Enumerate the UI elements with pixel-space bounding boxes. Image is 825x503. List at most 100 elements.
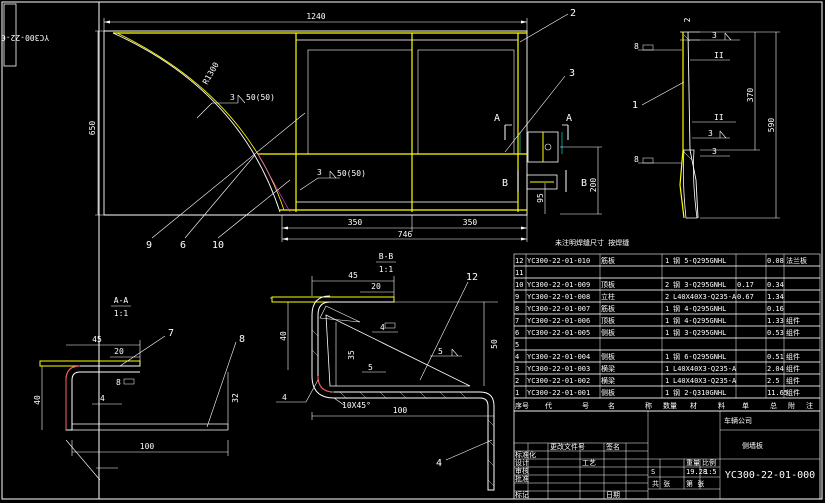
balloon-8: 8 (239, 334, 245, 345)
aa-dim-8: 8 (116, 378, 121, 387)
bom-cell-mat: L40X40X3-Q235-A (673, 293, 737, 301)
bom-cell-rem: 组件 (786, 352, 800, 361)
tb-std: 标准化 (515, 450, 536, 459)
side-weld-top-roman: II (714, 51, 724, 60)
bom-cell-code: YC300-22-01-006 (527, 317, 590, 325)
bom-note: 未注明焊缝尺寸 按焊缝 (555, 238, 629, 247)
balloon-10: 10 (212, 240, 224, 251)
dim-r1300: R1300 (201, 60, 221, 86)
bom-cell-name: 筋板 (601, 304, 615, 313)
balloon-2: 2 (570, 8, 576, 19)
bb-dim-20: 20 (371, 282, 381, 291)
bb-dim-45: 45 (348, 271, 358, 280)
tb-check: 审核 (515, 466, 529, 475)
tb-sheet-no: 第 张 (686, 479, 704, 488)
bom-cell-name: 横梁 (601, 376, 615, 385)
bom-cell-qty: 1 (665, 317, 669, 325)
bom-cell-mat: L40X40X3-Q235-A (673, 377, 737, 385)
bb-dim-35: 35 (347, 350, 356, 360)
dim-350-right: 350 (463, 218, 478, 227)
balloon-3: 3 (569, 68, 575, 79)
bom-cell-code: YC300-22-01-001 (527, 389, 590, 397)
aa-dim-45: 45 (92, 335, 102, 344)
bom-cell-name: 侧板 (601, 352, 615, 361)
bb-weld-4-top: 4 (380, 323, 385, 332)
weld-note-b-size: 3 (317, 168, 322, 177)
bom-cell-rem: 组件 (786, 328, 800, 337)
bom-cell-code: YC300-22-01-005 (527, 329, 590, 337)
bom-cell-no: 3 (515, 365, 519, 373)
tb-design: 设计 (515, 458, 529, 467)
dim-8-top: 8 (634, 42, 639, 51)
bom-cell-rem: 组件 (786, 376, 800, 385)
bom-cell-code: YC300-22-01-003 (527, 365, 590, 373)
section-b-left: B (502, 178, 508, 189)
tb-weight: 19.28 (686, 468, 707, 476)
bom-cell-qty: 1 (665, 389, 669, 397)
balloon-4: 4 (436, 458, 442, 469)
tb-scale-label: 比例 (702, 458, 716, 467)
bom-cell-no: 2 (515, 377, 519, 385)
bb-weld-4-bottom: 4 (282, 393, 287, 402)
bom-cell-rem: 组件 (786, 388, 800, 397)
bom-header-material2: 料 (718, 401, 725, 410)
bom-cell-name: 顶板 (601, 316, 615, 325)
bb-dim-50: 50 (490, 339, 499, 349)
weld-note-a-length: 50(50) (246, 93, 275, 102)
bom-cell-w1: 0.67 (737, 293, 754, 301)
bom-header-remark: 附 (788, 401, 795, 410)
bom-header-name: 名 (608, 401, 615, 410)
bom-cell-qty: 1 (665, 305, 669, 313)
bom-header-unit: 单 (742, 401, 749, 410)
bom-cell-code: YC300-22-01-007 (527, 305, 590, 313)
bom-cell-mat: 钢 3-Q295GNHL (673, 328, 726, 337)
bom-cell-no: 9 (515, 293, 519, 301)
bom-header-total: 总 (770, 401, 777, 410)
bom-cell-mat: 钢 4-Q295GNHL (673, 304, 726, 313)
balloon-9: 9 (146, 240, 152, 251)
dim-95: 95 (536, 193, 545, 203)
tb-process: 工艺 (582, 459, 596, 467)
bom-cell-name: 筋板 (601, 256, 615, 265)
dim-746: 746 (398, 230, 413, 239)
bom-header-remark2: 注 (806, 401, 813, 410)
bom-cell-qty: 2 (665, 281, 669, 289)
bom-header-no: 序号 (515, 401, 529, 410)
aa-weld-4: 4 (100, 394, 105, 403)
bom-cell-mat: 钢 5-Q295GNHL (673, 256, 726, 265)
bom-cell-mat: 钢 2-Q310GNHL (673, 388, 726, 397)
bom-cell-no: 5 (515, 341, 519, 349)
bom-cell-rem: 组件 (786, 364, 800, 373)
bom-row: 5 (513, 337, 821, 351)
balloon-12: 12 (466, 272, 478, 283)
bom-cell-w2: 1.34 (767, 293, 784, 301)
bom-cell-no: 12 (515, 257, 523, 265)
tb-mark: 标记 (515, 490, 529, 499)
bom-cell-w2: 1.33 (767, 317, 784, 325)
bom-cell-qty: 1 (665, 365, 669, 373)
bom-header-code: 代 (545, 401, 552, 410)
side-weld-mid-roman: II (714, 113, 724, 122)
bb-weld-5b: 5 (368, 363, 373, 372)
aa-dim-32: 32 (231, 393, 240, 403)
dim-370: 370 (746, 88, 755, 103)
bom-cell-name: 顶板 (601, 280, 615, 289)
tb-part-name: 侧墙板 (742, 441, 763, 450)
section-a-left: A (494, 113, 500, 124)
side-view: 370 590 2 8 8 3 II 3 II 3 1 (632, 17, 780, 219)
bom-cell-w2: 0.08 (767, 257, 784, 265)
bom-cell-rem: 法兰板 (786, 256, 807, 265)
dim-8-bottom: 8 (634, 155, 639, 164)
section-bb: B-B 1:1 45 2 (270, 252, 499, 491)
dim-350-left: 350 (348, 218, 363, 227)
bb-weld-5: 5 (438, 347, 443, 356)
bom-cell-w2: 0.51 (767, 353, 784, 361)
